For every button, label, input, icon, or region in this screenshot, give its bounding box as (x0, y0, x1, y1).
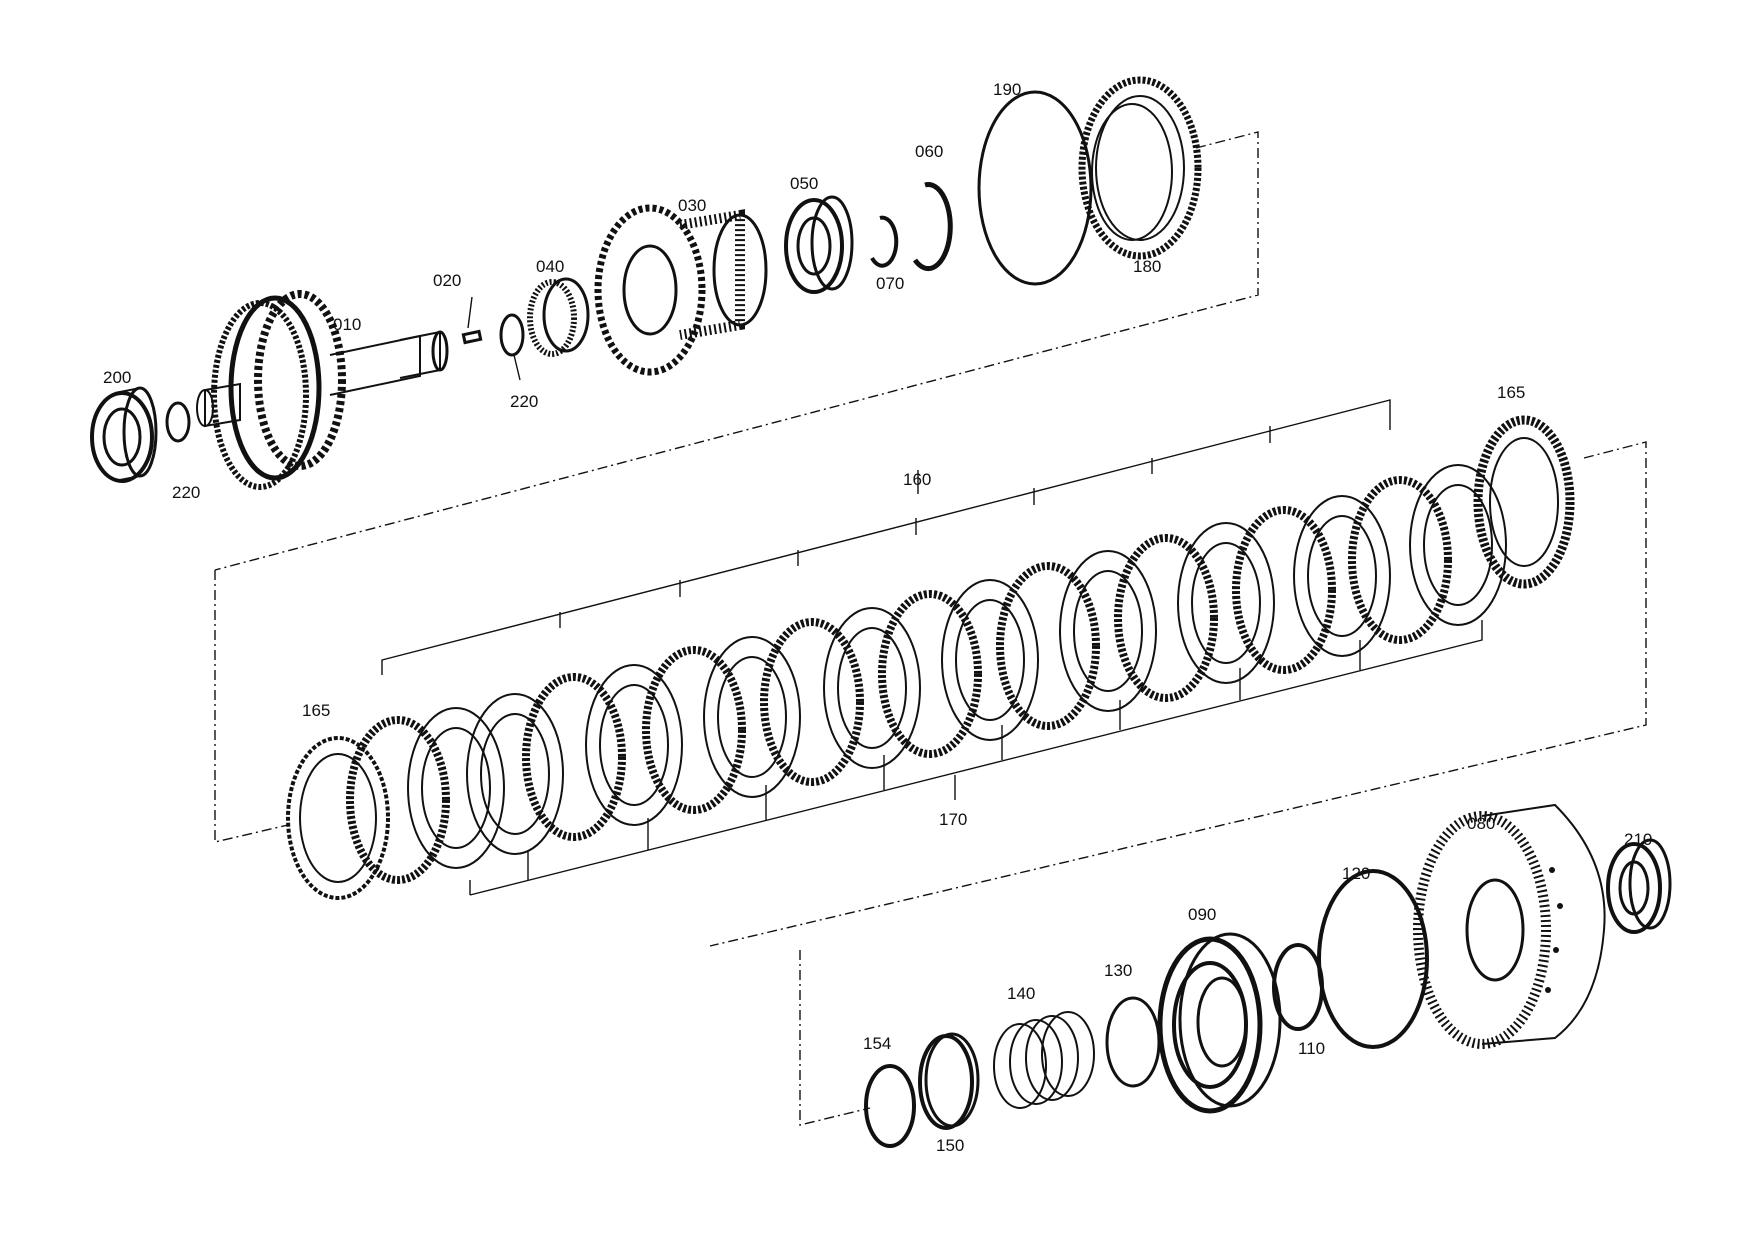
label-210: 210 (1624, 830, 1652, 849)
part-140-spring (993, 1011, 1095, 1109)
bracket-170 (469, 620, 1483, 896)
part-200-bearing (90, 386, 158, 483)
part-040-needle-bearing (527, 277, 590, 357)
part-020-pin (461, 329, 483, 345)
label-060: 060 (915, 142, 943, 161)
bottom-assembly (799, 803, 1672, 1148)
part-165-disc-left (286, 736, 390, 900)
label-220-middle: 220 (510, 392, 538, 411)
part-220-ring-left (165, 401, 191, 443)
centerline-top (214, 131, 1259, 571)
label-165-right: 165 (1497, 383, 1525, 402)
middle-assembly (214, 399, 1647, 947)
part-070-snap-ring (870, 215, 899, 268)
label-010: 010 (333, 315, 361, 334)
label-220-left: 220 (172, 483, 200, 502)
label-080: 080 (1467, 814, 1495, 833)
part-050-bearing (784, 195, 854, 294)
position-labels: 200 220 010 020 220 040 030 050 070 060 … (103, 80, 1652, 1155)
part-130-ring (1105, 996, 1161, 1088)
label-040: 040 (536, 257, 564, 276)
part-060-snap-ring (912, 182, 953, 272)
label-165-left: 165 (302, 701, 330, 720)
part-154-ring (864, 1064, 916, 1148)
part-150-seal (918, 1032, 980, 1130)
label-150: 150 (936, 1136, 964, 1155)
label-190: 190 (993, 80, 1021, 99)
label-200: 200 (103, 368, 131, 387)
part-210-bearing (1606, 838, 1672, 934)
part-120-large-oring (1317, 869, 1429, 1049)
label-070: 070 (876, 274, 904, 293)
part-220-ring-middle (499, 313, 525, 357)
part-110-oring (1272, 943, 1324, 1031)
part-165-disc-right (1473, 415, 1575, 589)
bracket-160 (381, 399, 1391, 675)
label-120: 120 (1342, 864, 1370, 883)
part-080-carrier (1413, 803, 1606, 1049)
part-090-piston (1157, 932, 1282, 1114)
centerline-middle (214, 441, 1647, 947)
label-090: 090 (1188, 905, 1216, 924)
top-assembly (90, 76, 1259, 571)
label-154: 154 (863, 1034, 891, 1053)
label-050: 050 (790, 174, 818, 193)
part-030-gear (594, 204, 768, 376)
label-020: 020 (433, 271, 461, 290)
part-180-plate (1078, 76, 1202, 260)
disc-pack (346, 464, 1507, 884)
label-160: 160 (903, 470, 931, 489)
label-030: 030 (678, 196, 706, 215)
label-140: 140 (1007, 984, 1035, 1003)
part-010-shaft-gear (196, 290, 449, 490)
part-190-large-ring (977, 90, 1093, 286)
label-180: 180 (1133, 257, 1161, 276)
centerline-bottom (799, 950, 871, 1126)
label-170: 170 (939, 810, 967, 829)
label-130: 130 (1104, 961, 1132, 980)
label-110: 110 (1298, 1039, 1325, 1058)
